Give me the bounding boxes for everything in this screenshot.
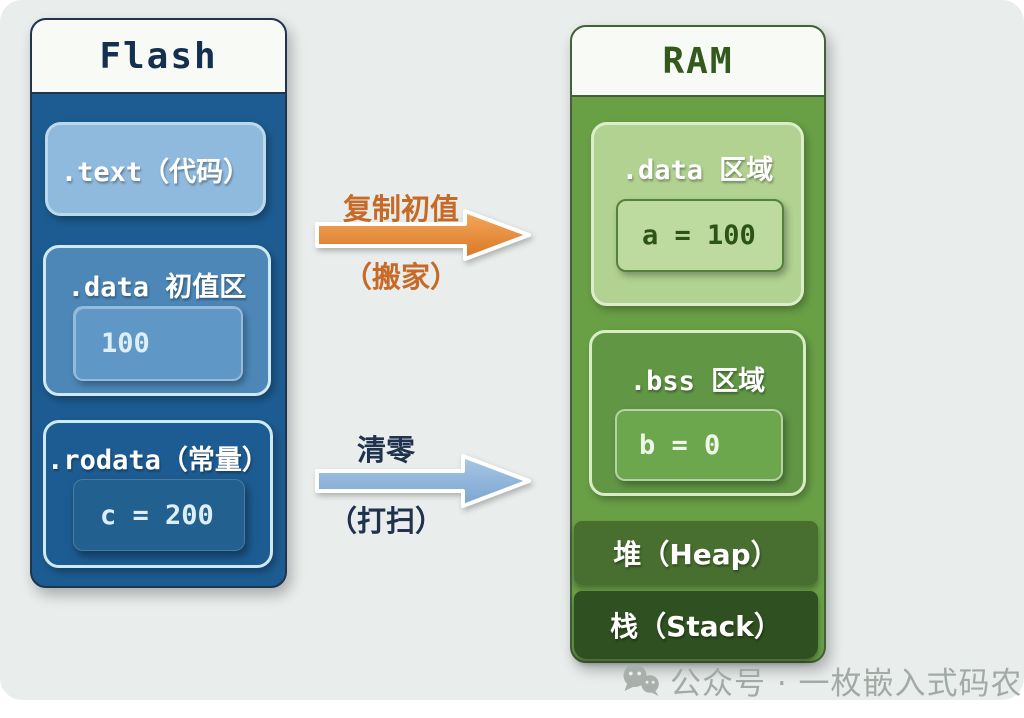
wechat-icon [623, 664, 659, 696]
ram-data-value: a = 100 [616, 199, 784, 272]
flash-data-label: .data 初值区 [67, 272, 247, 303]
ram-data-section: .data 区域 a = 100 [591, 122, 804, 306]
flash-data-section: .data 初值区 100 [43, 245, 271, 396]
flash-title: Flash [99, 35, 218, 77]
copy-arrow-icon [315, 209, 531, 261]
ram-panel: RAM .data 区域 a = 100 .bss 区域 b = 0 堆（Hea… [570, 25, 826, 663]
heap-label: 堆（Heap） [613, 538, 779, 571]
zero-arrow-label: 清零 [356, 433, 415, 467]
flash-rodata-value: c = 200 [73, 479, 245, 551]
flash-text-section: .text（代码） [45, 122, 266, 216]
ram-data-label: .data 区域 [621, 155, 774, 186]
ram-bss-label: .bss 区域 [629, 366, 766, 397]
flash-data-value: 100 [73, 306, 243, 381]
ram-bss-value: b = 0 [615, 409, 783, 481]
stack-label: 栈（Stack） [610, 610, 782, 643]
flash-rodata-section: .rodata（常量） c = 200 [43, 420, 273, 568]
ram-bss-section: .bss 区域 b = 0 [589, 330, 806, 496]
flash-header: Flash [32, 20, 285, 94]
zero-arrow-icon [315, 454, 531, 508]
ram-heap-bar: 堆（Heap） [574, 521, 818, 585]
ram-header: RAM [572, 27, 824, 97]
ram-stack-bar: 栈（Stack） [574, 591, 818, 659]
copy-arrow-sublabel: （搬家） [342, 260, 459, 294]
footer-text: 公众号 · 一枚嵌入式码农 [670, 665, 1023, 702]
zero-arrow-sublabel: （打扫） [327, 504, 444, 538]
flash-rodata-label: .rodata（常量） [47, 445, 269, 476]
flash-text-label: .text（代码） [60, 156, 251, 188]
footer-watermark: 公众号 · 一枚嵌入式码农 [620, 658, 1023, 702]
flash-panel: Flash .text（代码） .data 初值区 100 .rodata（常量… [30, 18, 287, 588]
ram-title: RAM [662, 40, 734, 82]
copy-arrow-label: 复制初值 [342, 192, 459, 226]
